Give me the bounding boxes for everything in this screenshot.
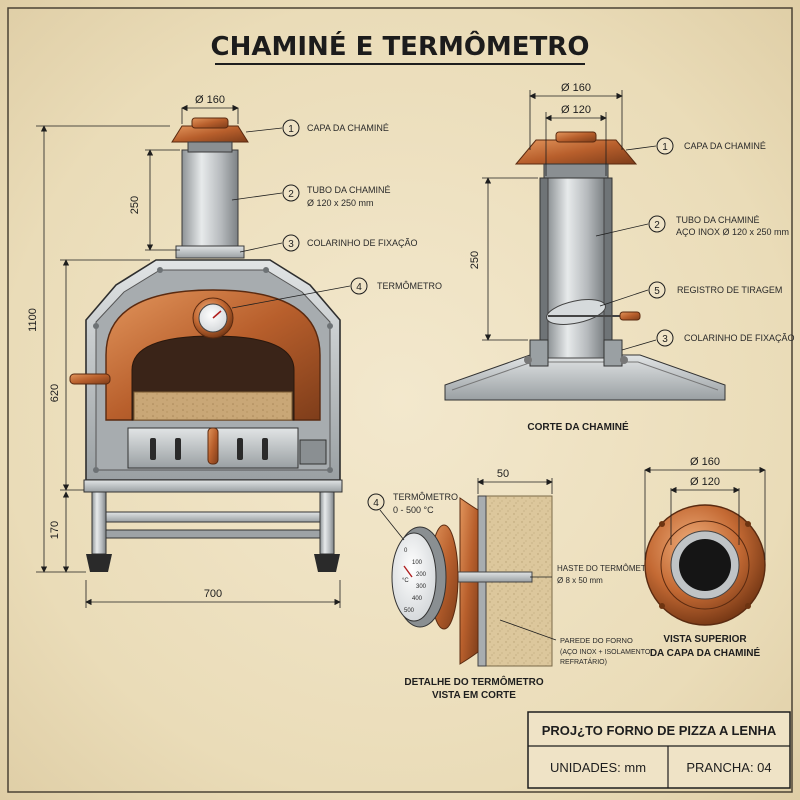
front-dim-flue-width: Ø 160: [195, 94, 225, 106]
stand-leg-left: [91, 491, 107, 555]
top-dim-outer: Ø 160: [690, 456, 720, 468]
section-callout-2-text: TUBO DA CHAMINÉ: [676, 215, 760, 225]
section-pipe: [547, 177, 605, 359]
front-callout-1: 1 CAPA DA CHAMINÉ: [282, 119, 389, 137]
detail-wall-sub2: REFRATÁRIO): [560, 657, 607, 666]
detail-wall-sub1: (AÇO INOX + ISOLAMENTO: [560, 649, 651, 656]
detail-stem: [447, 571, 533, 583]
dial-tick-4: 400: [412, 596, 423, 602]
detail-stem-label: HASTE DO TERMÔMETRO: [557, 564, 658, 573]
section-dim-inner: Ø 120: [561, 104, 591, 116]
section-collar-right: [603, 339, 623, 367]
dial-unit: °C: [402, 578, 409, 584]
section-cap: [514, 139, 638, 165]
damper-handle: [619, 311, 641, 321]
section-callout-1: 1 CAPA DA CHAMINÉ: [656, 137, 766, 155]
front-callout-1-number: 1: [288, 124, 294, 135]
detail-caption-1: DETALHE DO TERMÔMETRO: [404, 675, 543, 688]
section-dim-height: 250: [469, 251, 481, 269]
thermometer-detail: 0 100 200 300 400 500 °C 50 4 TERMÔMETRO…: [367, 468, 658, 701]
dial-tick-5: 500: [404, 608, 415, 614]
detail-callout-4: [367, 493, 385, 511]
front-callout-2-number: 2: [288, 189, 294, 200]
section-damper: [546, 299, 606, 325]
section-callout-3-text: COLARINHO DE FIXAÇÃO: [684, 333, 795, 343]
vent-handle: [207, 427, 219, 465]
detail-range: 0 - 500 °C: [393, 505, 434, 515]
title-block: PROJ¿TO FORNO DE PIZZA A LENHA UNIDADES:…: [527, 711, 791, 789]
side-handle: [69, 373, 111, 385]
dial-tick-1: 100: [412, 560, 423, 566]
front-view: Ø 160 250 1100 620 170 700 1 CAPA DA CHA…: [27, 94, 442, 608]
front-dim-total-height: 1100: [27, 308, 39, 332]
front-dim-flue-height: 250: [129, 196, 141, 214]
section-view: Ø 160 Ø 120 250 1 CAPA DA CHAMINÉ 2 TUBO…: [444, 82, 795, 433]
title-block-project: PROJ¿TO FORNO DE PIZZA A LENHA: [542, 723, 777, 738]
top-caption-1: VISTA SUPERIOR: [663, 634, 747, 645]
front-chimney-pipe: [181, 149, 239, 251]
stand-leg-right: [319, 491, 335, 555]
front-callout-2-text: TUBO DA CHAMINÉ: [307, 185, 391, 195]
foot-right: [314, 554, 340, 572]
stand-top: [83, 479, 343, 493]
front-callout-3-number: 3: [288, 239, 294, 250]
section-callout-2-number: 2: [654, 220, 660, 231]
detail-label: TERMÔMETRO: [393, 492, 458, 502]
front-callout-1-text: CAPA DA CHAMINÉ: [307, 123, 389, 133]
foot-left: [86, 554, 112, 572]
section-callout-5-text: REGISTRO DE TIRAGEM: [677, 285, 782, 295]
top-caption-2: DA CAPA DA CHAMINÉ: [650, 646, 761, 659]
section-callout-5-number: 5: [654, 286, 660, 297]
front-dim-oven-height: 620: [49, 384, 61, 402]
front-callout-2-sub: Ø 120 x 250 mm: [307, 198, 374, 208]
front-callout-4-text: TERMÔMETRO: [377, 281, 442, 291]
detail-wall-label: PAREDE DO FORNO: [560, 636, 633, 645]
section-callout-2: 2 TUBO DA CHAMINÉ AÇO INOX Ø 120 x 250 m…: [648, 215, 789, 237]
dial-tick-3: 300: [416, 584, 427, 590]
front-chimney-collar: [175, 245, 245, 259]
dial-tick-2: 200: [416, 572, 427, 578]
detail-caption-2: VISTA EM CORTE: [432, 690, 516, 701]
section-callout-1-text: CAPA DA CHAMINÉ: [684, 141, 766, 151]
section-collar-left: [529, 339, 549, 367]
front-callout-3: 3 COLARINHO DE FIXAÇÃO: [282, 234, 418, 252]
sheet-border: [7, 7, 793, 793]
section-callout-5: 5 REGISTRO DE TIRAGEM: [648, 281, 782, 299]
section-callout-3-number: 3: [662, 334, 668, 345]
top-flue-opening: [679, 539, 731, 591]
title-block-sheet: PRANCHA: 04: [686, 760, 771, 775]
title-block-units: UNIDADES: mm: [550, 760, 646, 775]
top-view: Ø 160 Ø 120 VISTA SUPERIOR DA CAPA DA CH…: [644, 456, 766, 659]
section-caption: CORTE DA CHAMINÉ: [527, 420, 629, 433]
drawing-title: CHAMINÉ E TERMÔMETRO: [211, 30, 590, 62]
oven-floor: [133, 391, 293, 421]
top-dim-inner: Ø 120: [690, 476, 720, 488]
front-callout-3-text: COLARINHO DE FIXAÇÃO: [307, 238, 418, 248]
front-callout-4: 4 TERMÔMETRO: [350, 277, 442, 295]
section-dim-outer: Ø 160: [561, 82, 591, 94]
detail-stem-sub: Ø 8 x 50 mm: [557, 576, 603, 585]
front-dim-width: 700: [204, 588, 222, 600]
section-callout-3: 3 COLARINHO DE FIXAÇÃO: [656, 329, 795, 347]
front-callout-2: 2 TUBO DA CHAMINÉ Ø 120 x 250 mm: [282, 184, 391, 208]
dial-tick-0: 0: [404, 548, 408, 554]
front-dim-stand-height: 170: [49, 521, 61, 539]
section-callout-1-number: 1: [662, 142, 668, 153]
detail-callout-4-number: 4: [373, 498, 379, 509]
detail-dial-face: [391, 532, 437, 622]
section-callout-2-sub: AÇO INOX Ø 120 x 250 mm: [676, 227, 789, 237]
detail-dim-wall: 50: [497, 468, 509, 480]
front-callout-4-number: 4: [356, 282, 362, 293]
